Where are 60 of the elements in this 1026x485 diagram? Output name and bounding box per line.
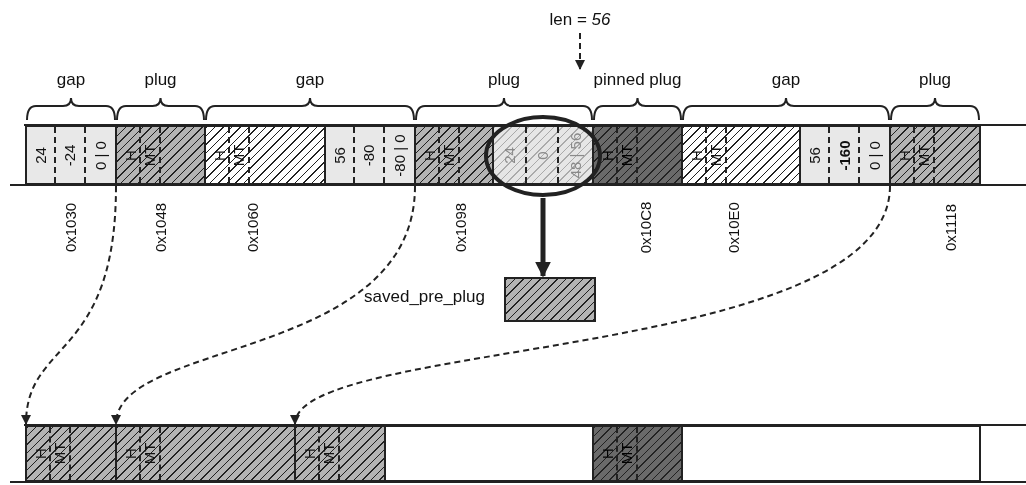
header-label: H <box>122 448 138 459</box>
method-table-label: MT <box>441 144 457 166</box>
field-value: 24 <box>33 146 49 164</box>
field-value: 48 | 56 <box>568 132 584 178</box>
dead-object-block <box>681 125 801 185</box>
address-label: 0x1030 <box>62 201 78 254</box>
object-block <box>115 125 206 185</box>
object-block <box>115 425 296 482</box>
field-value: 0 | 0 <box>866 140 882 170</box>
header-label: H <box>211 149 227 161</box>
address-label: 0x1060 <box>244 201 260 254</box>
header-label: H <box>599 149 615 161</box>
field-value: 56 <box>807 146 823 164</box>
method-table-label: MT <box>142 144 158 166</box>
method-table-label: MT <box>52 442 68 465</box>
free-block <box>25 125 117 185</box>
object-block <box>25 425 117 482</box>
pinned-object-block <box>592 125 683 185</box>
field-value: -24 <box>62 144 78 166</box>
method-table-label: MT <box>321 442 337 465</box>
highlight-ellipse <box>484 115 602 197</box>
free-block <box>799 125 891 185</box>
dead-object-block <box>204 125 326 185</box>
header-label: H <box>32 448 48 459</box>
method-table-label: MT <box>708 144 724 166</box>
brace-label: plug <box>144 70 177 90</box>
brace-label: pinned plug <box>593 70 682 90</box>
dashed-arrow <box>21 185 117 425</box>
length-label: len = 56 <box>535 8 625 32</box>
brace-label: gap <box>295 70 325 90</box>
method-table-label: MT <box>619 442 635 465</box>
field-value: 0 <box>534 150 550 160</box>
field-value: -160 <box>836 140 852 170</box>
field-value: -80 <box>361 144 377 166</box>
method-table-label: MT <box>231 144 247 166</box>
free-block <box>324 125 416 185</box>
method-table-label: MT <box>619 144 635 166</box>
pinned-object-block <box>592 425 683 482</box>
header-label: H <box>599 448 615 459</box>
header-label: H <box>896 149 912 161</box>
field-value: -80 | 0 <box>391 133 407 177</box>
method-table-label: MT <box>916 144 932 166</box>
header-label: H <box>122 149 138 161</box>
dashed-arrow <box>575 32 585 70</box>
field-value: 56 <box>332 146 348 164</box>
header-label: H <box>688 149 704 161</box>
brace-label: plug <box>918 70 952 90</box>
method-table-label: MT <box>142 442 158 465</box>
brace-label: plug <box>487 70 521 90</box>
header-label: H <box>421 149 437 161</box>
field-value: 24 <box>501 146 517 164</box>
object-block <box>294 425 386 482</box>
header-label: H <box>301 448 317 459</box>
address-label: 0x1118 <box>942 203 958 253</box>
brace-label: gap <box>771 70 801 90</box>
object-block <box>414 125 494 185</box>
address-label: 0x1048 <box>152 201 168 254</box>
object-block <box>889 125 981 185</box>
field-value: 0 | 0 <box>92 140 108 170</box>
brace-label: gap <box>56 70 86 90</box>
